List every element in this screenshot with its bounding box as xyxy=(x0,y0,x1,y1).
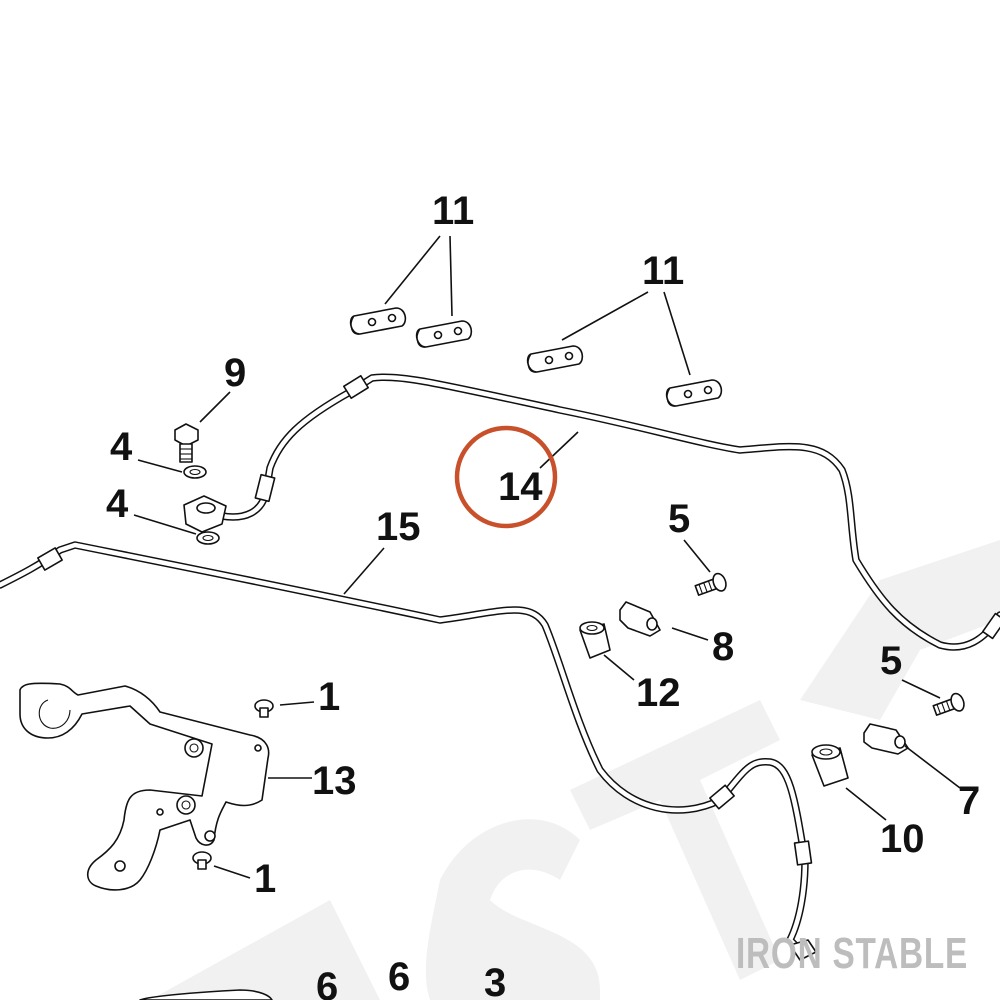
callout-5: 5 xyxy=(880,639,902,683)
callout-6: 6 xyxy=(388,955,410,999)
callout-12: 12 xyxy=(636,671,681,715)
crush-washer-4 xyxy=(183,465,220,545)
callout-labels: 11 11 9 4 4 14 15 5 8 12 5 1 13 7 10 1 6… xyxy=(106,189,980,1000)
callout-8: 8 xyxy=(712,625,734,669)
callout-11: 11 xyxy=(642,249,684,293)
hose-clamp-11 xyxy=(349,307,723,407)
leader-lines xyxy=(133,235,961,879)
callout-3: 3 xyxy=(484,961,506,1000)
callout-11: 11 xyxy=(432,189,474,233)
clamp-bracket-7 xyxy=(863,723,909,755)
brake-hose-15 xyxy=(0,541,817,961)
callout-1: 1 xyxy=(318,675,340,719)
clamp-bracket-8 xyxy=(619,601,661,637)
grommet-10 xyxy=(811,744,849,787)
callout-5: 5 xyxy=(668,497,690,541)
banjo-bolt-9 xyxy=(174,423,199,463)
screw-1 xyxy=(192,699,274,870)
callout-15: 15 xyxy=(376,505,421,549)
watermark-label: IRON STABLE xyxy=(736,929,968,978)
mounting-bracket-13 xyxy=(19,682,270,891)
callout-13: 13 xyxy=(312,759,357,803)
callout-6: 6 xyxy=(316,965,338,1000)
callout-10: 10 xyxy=(880,817,925,861)
callout-9: 9 xyxy=(224,351,246,395)
callout-14: 14 xyxy=(498,465,543,509)
master-cylinder-partial xyxy=(139,989,273,1000)
bolt-5 xyxy=(694,572,965,716)
watermark-graphic xyxy=(150,540,1000,1000)
callout-1: 1 xyxy=(254,857,276,901)
grommet-12 xyxy=(579,621,611,659)
callout-7: 7 xyxy=(958,779,980,823)
callout-4: 4 xyxy=(110,425,133,469)
brake-hose-14 xyxy=(183,373,1000,651)
highlight-circle xyxy=(454,425,558,529)
callout-4: 4 xyxy=(106,482,129,526)
